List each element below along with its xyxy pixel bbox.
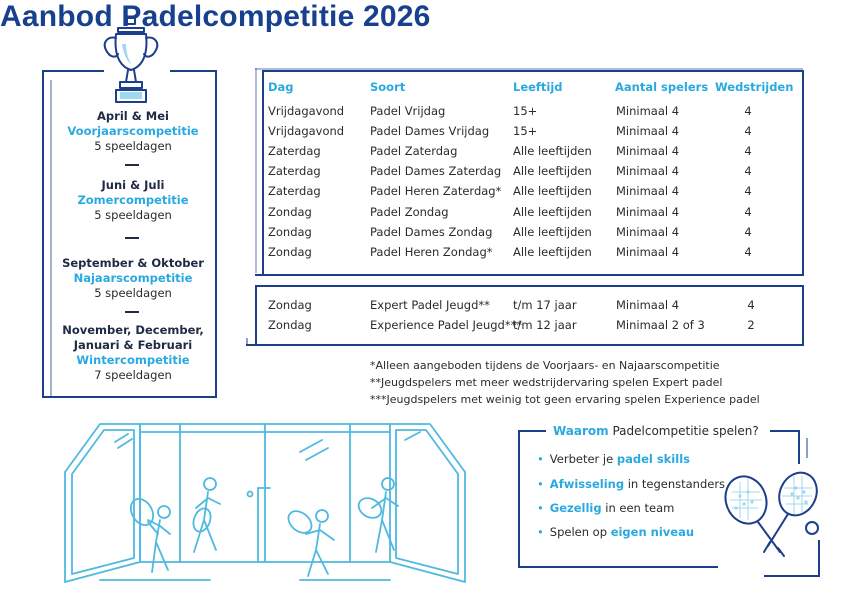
season-months: April & Mei [97, 109, 169, 123]
column-header-dag: Dag [268, 80, 294, 94]
table-cell: Zondag [268, 205, 312, 219]
table-cell: Minimaal 4 [616, 205, 680, 219]
season-days: 5 speeldagen [94, 208, 172, 222]
table-cell: Zaterdag [268, 164, 321, 178]
list-item: •Afwisseling in tegenstanders [537, 477, 726, 491]
season-months: November, December, [62, 323, 204, 337]
table-cell: Minimaal 4 [616, 104, 680, 118]
table-cell: 4 [744, 245, 752, 259]
table-cell: Padel Vrijdag [370, 104, 446, 118]
column-header-aantal-spelers: Aantal spelers [615, 80, 709, 94]
table-cell: 4 [747, 298, 755, 312]
table-cell: t/m 12 jaar [513, 318, 577, 332]
list-item: •Verbeter je padel skills [537, 452, 690, 466]
table-cell: Padel Heren Zaterdag* [370, 184, 502, 198]
table-cell: Zondag [268, 298, 312, 312]
season-days: 5 speeldagen [94, 286, 172, 300]
footnote-1: *Alleen aangeboden tijdens de Voorjaars-… [370, 359, 720, 372]
column-header-wedstrijden: Wedstrijden [715, 80, 794, 94]
table-cell: Padel Dames Vrijdag [370, 124, 490, 138]
table-cell: Expert Padel Jeugd** [370, 298, 490, 312]
table-cell: 4 [744, 225, 752, 239]
padel-rackets-icon [724, 471, 819, 557]
season-name: Najaarscompetitie [73, 271, 193, 285]
table-cell: Alle leeftijden [513, 144, 592, 158]
divider [125, 311, 139, 313]
table-cell: 15+ [513, 124, 538, 138]
table-cell: Alle leeftijden [513, 164, 592, 178]
table-cell: Alle leeftijden [513, 225, 592, 239]
season-name: Wintercompetitie [76, 353, 190, 367]
table-cell: Padel Zondag [370, 205, 449, 219]
table-cell: Minimaal 4 [616, 124, 680, 138]
season-winter: November, December, Januari & Februari W… [58, 323, 208, 383]
season-months: Juni & Juli [101, 178, 165, 192]
footnote-3: ***Jeugdspelers met weinig tot geen erva… [370, 393, 760, 406]
table-cell: Minimaal 4 [616, 225, 680, 239]
why-title-rest: Padelcompetitie spelen? [608, 424, 759, 438]
season-days: 5 speeldagen [94, 139, 172, 153]
table-cell: 4 [744, 205, 752, 219]
list-item: •Gezellig in een team [537, 501, 675, 515]
table-cell: Zondag [268, 225, 312, 239]
table-cell: Zaterdag [268, 144, 321, 158]
table-cell: 15+ [513, 104, 538, 118]
table-cell: Alle leeftijden [513, 245, 592, 259]
table-cell: 2 [747, 318, 755, 332]
table-cell: Alle leeftijden [513, 205, 592, 219]
table-cell: 4 [744, 164, 752, 178]
table-cell: Zondag [268, 245, 312, 259]
table-cell: 4 [744, 124, 752, 138]
table-cell: Zaterdag [268, 184, 321, 198]
why-title-bold: Waarom [553, 424, 609, 438]
why-title: Waarom Padelcompetitie spelen? [553, 424, 759, 438]
table-cell: Zondag [268, 318, 312, 332]
season-name: Zomercompetitie [77, 193, 189, 207]
season-autumn: September & Oktober Najaarscompetitie 5 … [58, 256, 208, 301]
season-summer: Juni & Juli Zomercompetitie 5 speeldagen [58, 178, 208, 223]
season-months: September & Oktober [62, 256, 204, 270]
season-days: 7 speeldagen [94, 368, 172, 382]
table-cell: Padel Zaterdag [370, 144, 458, 158]
table-cell: Alle leeftijden [513, 184, 592, 198]
season-months: Januari & Februari [73, 338, 193, 352]
divider [125, 237, 139, 239]
table-cell: Experience Padel Jeugd*** [370, 318, 523, 332]
table-cell: Minimaal 4 [616, 184, 680, 198]
season-spring: April & Mei Voorjaarscompetitie 5 speeld… [58, 109, 208, 154]
table-cell: Padel Dames Zaterdag [370, 164, 502, 178]
list-item: •Spelen op eigen niveau [537, 525, 695, 539]
column-header-soort: Soort [370, 80, 406, 94]
table-cell: Minimaal 4 [616, 298, 680, 312]
table-cell: Minimaal 4 [616, 164, 680, 178]
table-cell: Minimaal 2 of 3 [616, 318, 705, 332]
column-header-leeftijd: Leeftijd [513, 80, 563, 94]
table-cell: 4 [744, 184, 752, 198]
table-cell: 4 [744, 104, 752, 118]
table-cell: Vrijdagavond [268, 124, 345, 138]
table-cell: Minimaal 4 [616, 144, 680, 158]
page-title: Aanbod Padelcompetitie 2026 [0, 0, 431, 33]
table-cell: Minimaal 4 [616, 245, 680, 259]
table-cell: t/m 17 jaar [513, 298, 577, 312]
table-cell: Padel Dames Zondag [370, 225, 493, 239]
table-cell: Vrijdagavond [268, 104, 345, 118]
table-cell: 4 [744, 144, 752, 158]
table-cell: Padel Heren Zondag* [370, 245, 493, 259]
trophy-icon [103, 17, 159, 103]
padel-court-illustration [64, 423, 466, 583]
footnote-2: **Jeugdspelers met meer wedstrijdervarin… [370, 376, 723, 389]
season-name: Voorjaarscompetitie [67, 124, 199, 138]
divider [125, 164, 139, 166]
